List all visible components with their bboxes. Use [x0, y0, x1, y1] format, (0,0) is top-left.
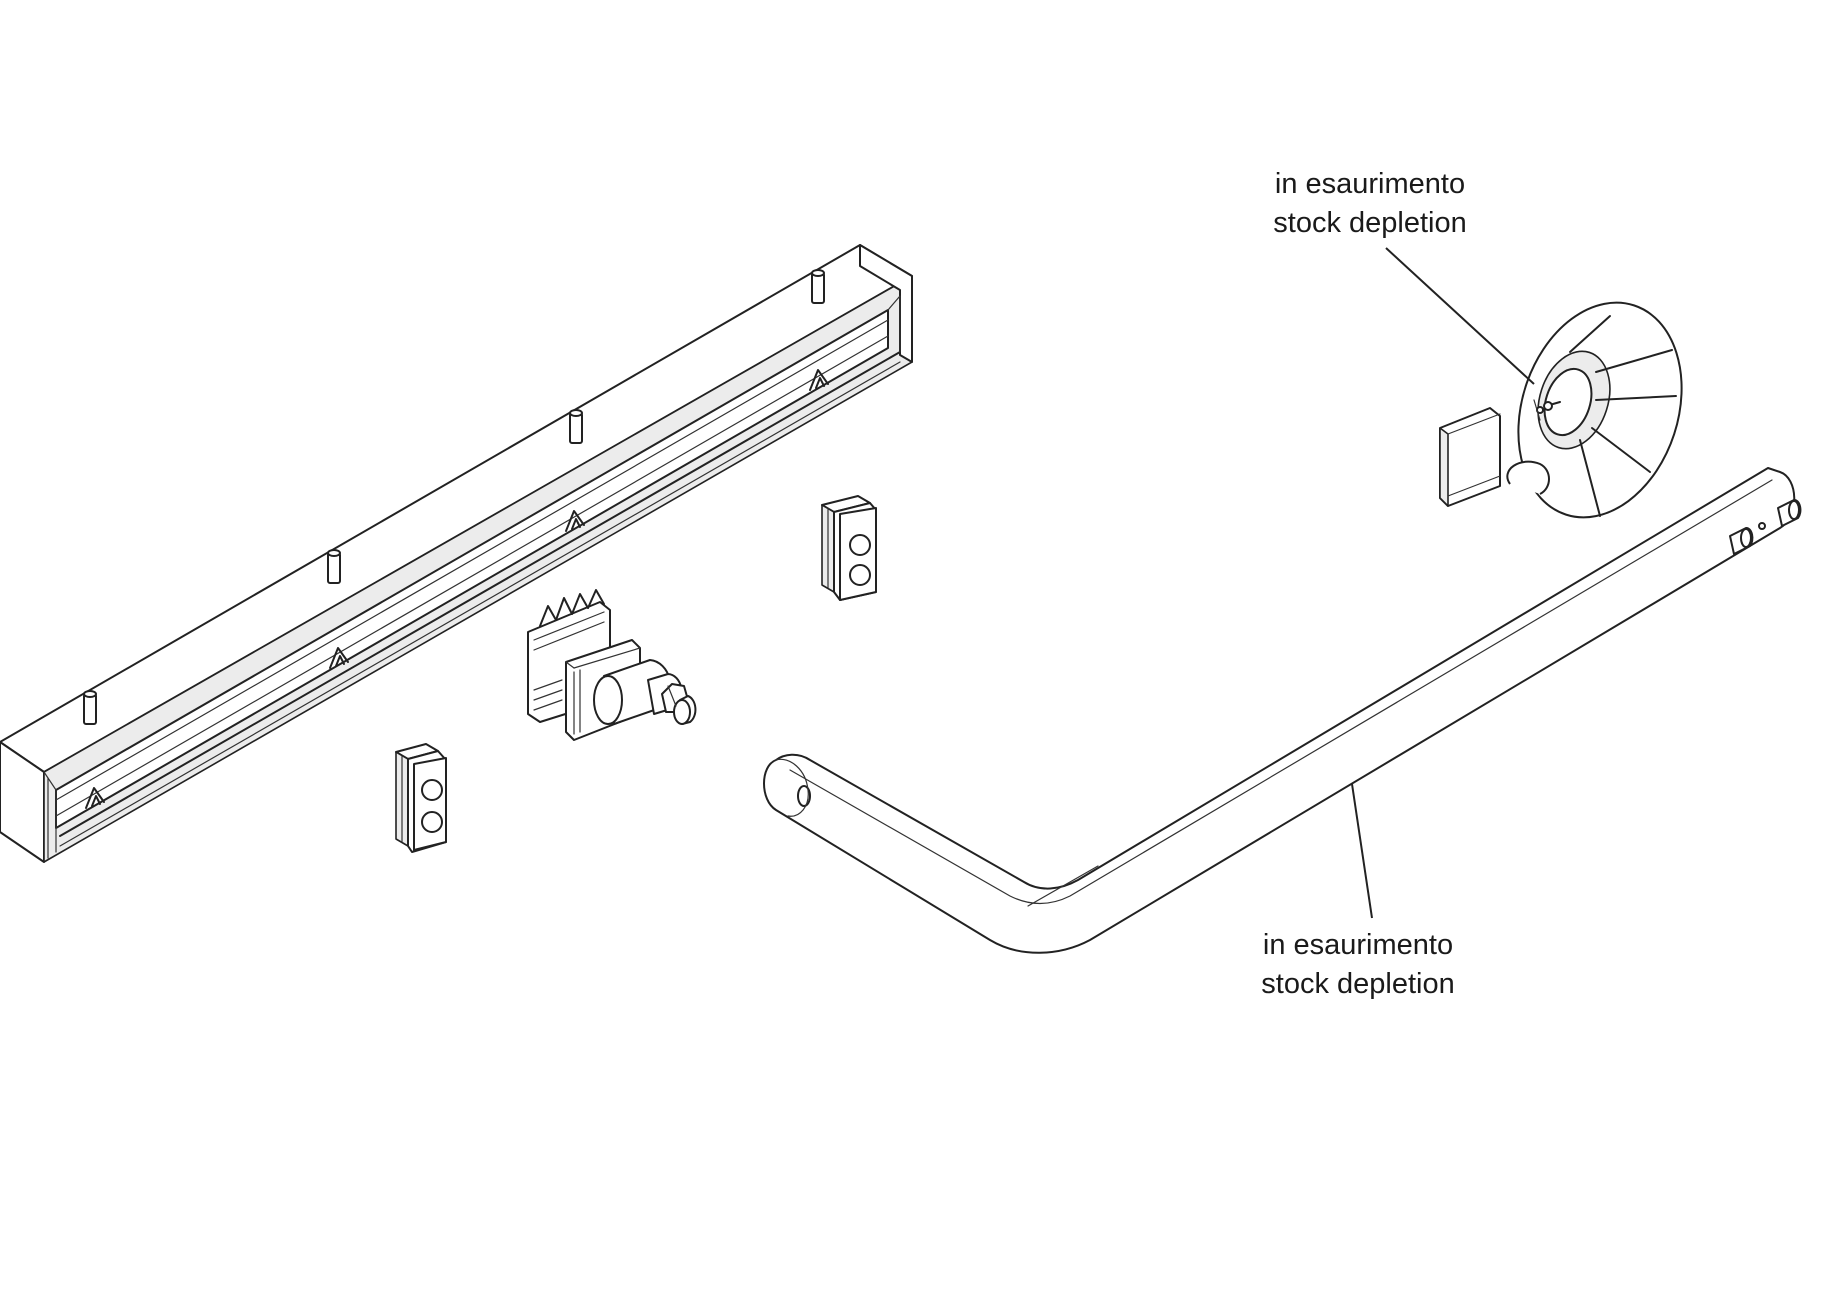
funnel-bracket-part [1439, 301, 1683, 519]
callout-label-funnel: in esaurimento stock depletion [1240, 165, 1500, 243]
leader-line-top [1385, 247, 1535, 385]
center-connector [527, 589, 697, 741]
callout-line-italian: in esaurimento [1262, 929, 1454, 961]
callout-line-italian: in esaurimento [1274, 168, 1466, 200]
clamp-block-lower [395, 743, 447, 853]
rail-beam [0, 244, 913, 863]
callout-label-handle: in esaurimento stock depletion [1228, 926, 1488, 1004]
callout-line-english: stock depletion [1273, 207, 1467, 239]
callout-line-english: stock depletion [1261, 968, 1455, 1000]
clamp-block-upper [821, 495, 877, 601]
bent-handle [763, 467, 1802, 954]
leader-line-bottom [1351, 783, 1373, 919]
